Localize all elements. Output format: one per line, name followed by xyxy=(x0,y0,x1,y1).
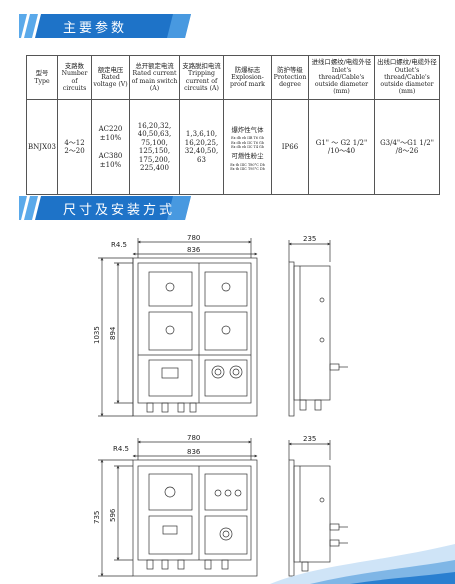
dim-height-inner-bottom: 596 xyxy=(109,508,117,522)
dim-height-inner-top: 894 xyxy=(109,326,117,340)
section-title-dimensions: 尺寸及安装方式 xyxy=(63,203,176,218)
cell-type: BNJX03 xyxy=(26,99,58,195)
dim-radius-bottom: R4.5 xyxy=(113,445,129,453)
section-banner-dimensions: 尺寸及安装方式 xyxy=(19,196,191,220)
front-view-small xyxy=(98,438,258,577)
cell-trip-current: 1,3,6,10, 16,20,25, 32,40,50, 63 xyxy=(179,99,224,195)
dim-depth-bottom: 235 xyxy=(303,435,316,443)
footer-wave-decoration xyxy=(270,544,455,584)
cell-voltage: AC220 ±10% AC380 ±10% xyxy=(91,99,130,195)
dim-width-inner-bottom: 836 xyxy=(187,448,201,456)
cell-ex-mark: 爆炸性气体 Ex db eb IIB T6 Gb Ex db eb IIC T6… xyxy=(223,99,272,195)
side-view-small xyxy=(288,440,348,577)
cell-inlet: G1" ～ G2 1/2" /10～40 xyxy=(308,99,375,195)
dim-width-outer-top: 780 xyxy=(187,234,200,242)
front-view-large xyxy=(98,238,258,417)
section-banner-main-params: 主要参数 xyxy=(19,14,191,38)
table-row: BNJX03 4～12 2～20 AC220 ±10% AC380 ±10% 1… xyxy=(26,99,440,195)
banner-shape xyxy=(19,196,191,220)
dim-depth-top: 235 xyxy=(303,235,316,243)
cell-main-current: 16,20,32, 40,50,63, 75,100, 125,150, 175… xyxy=(129,99,180,195)
dim-height-outer-top: 1035 xyxy=(93,326,101,344)
cell-circuits: 4～12 2～20 xyxy=(57,99,92,195)
cell-outlet: G3/4"～G1 1/2" /8～26 xyxy=(374,99,440,195)
dim-height-outer-bottom: 735 xyxy=(93,511,101,524)
banner-shape xyxy=(19,14,191,38)
dim-radius-top: R4.5 xyxy=(111,241,127,249)
dim-width-outer-bottom: 780 xyxy=(187,434,200,442)
section-title-main-params: 主要参数 xyxy=(63,21,128,36)
side-view-large xyxy=(288,240,348,417)
dim-width-inner-top: 836 xyxy=(187,246,201,254)
